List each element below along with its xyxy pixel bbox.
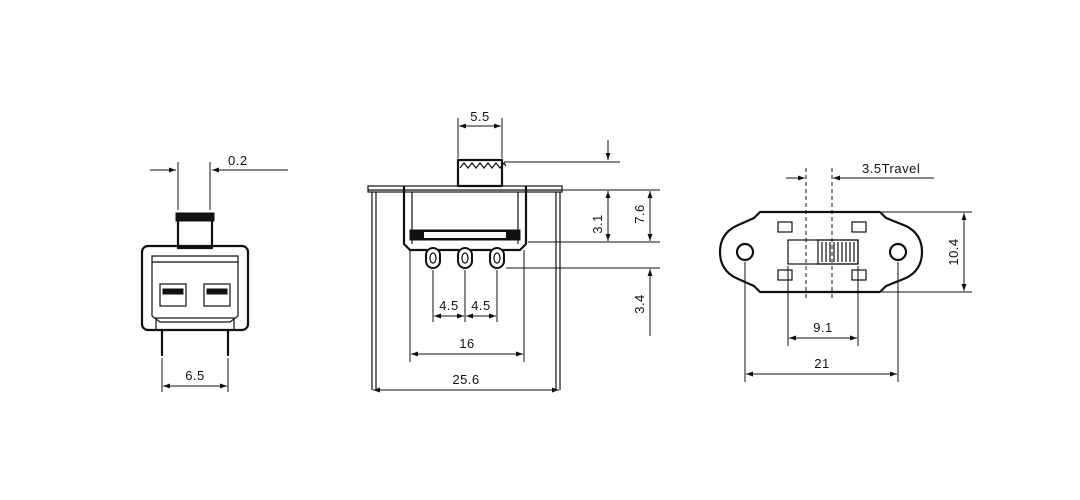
dim-label-front-thickness: 0.2 bbox=[228, 153, 248, 168]
side-actuator-knurl bbox=[459, 161, 507, 169]
dim-label-front-pin-spacing: 6.5 bbox=[185, 368, 205, 383]
dim-side-overall-height: 7.6 bbox=[632, 191, 653, 241]
front-contact-right bbox=[203, 283, 231, 307]
dim-side-pin-length: 3.4 bbox=[632, 269, 653, 336]
dim-label-top-hole-spacing: 21 bbox=[814, 356, 829, 371]
front-body bbox=[140, 244, 250, 332]
dim-label-side-pin-length: 3.4 bbox=[632, 294, 647, 314]
dim-label-pin-pitch-right: 4.5 bbox=[471, 298, 491, 313]
front-base bbox=[155, 317, 235, 331]
side-top-plate bbox=[367, 185, 563, 193]
dim-side-actuator-width: 5.5 bbox=[457, 109, 503, 158]
dim-label-pin-pitch-left: 4.5 bbox=[439, 298, 459, 313]
dim-side-body-height: 3.1 bbox=[590, 191, 611, 241]
front-body-inner bbox=[151, 255, 239, 323]
dim-label-side-body-height: 3.1 bbox=[590, 214, 605, 234]
dim-top-slot: 9.1 bbox=[787, 266, 859, 346]
top-view: 3.5Travel 10.4 9.1 21 bbox=[718, 161, 972, 382]
top-slider-knob bbox=[817, 239, 859, 265]
dim-top-width: 10.4 bbox=[882, 211, 972, 293]
dim-label-top-slot: 9.1 bbox=[813, 320, 833, 335]
dim-front-pin-spacing: 6.5 bbox=[161, 358, 229, 392]
front-view: 0.2 6.5 bbox=[140, 153, 288, 392]
dim-top-hole-spacing: 21 bbox=[744, 262, 899, 382]
side-pins bbox=[425, 247, 505, 269]
top-tab-slot-2 bbox=[851, 221, 867, 233]
dim-front-thickness: 0.2 bbox=[150, 153, 288, 210]
dim-side-body-inner: 16 bbox=[411, 336, 523, 357]
dim-side-overall-length: 25.6 bbox=[373, 372, 559, 393]
dim-label-side-actuator-width: 5.5 bbox=[470, 109, 490, 124]
top-mounting-plate bbox=[718, 210, 924, 294]
dim-label-top-width: 10.4 bbox=[946, 238, 961, 265]
top-mount-hole-right bbox=[888, 242, 908, 262]
dim-label-side-overall-height: 7.6 bbox=[632, 204, 647, 224]
top-slider-slot bbox=[787, 239, 859, 265]
dim-side-pin-pitch: 4.5 4.5 bbox=[432, 270, 498, 322]
front-actuator-grip bbox=[175, 212, 215, 222]
side-view: 5.5 4.5 4.5 16 25.6 bbox=[367, 109, 660, 393]
top-mount-hole-left bbox=[735, 242, 755, 262]
dim-label-side-overall-length: 25.6 bbox=[452, 372, 479, 387]
dim-top-travel: 3.5Travel bbox=[786, 161, 934, 181]
top-tab-slot-3 bbox=[777, 269, 793, 281]
top-tab-slot-4 bbox=[851, 269, 867, 281]
top-tab-slot-1 bbox=[777, 221, 793, 233]
front-contact-left bbox=[159, 283, 187, 307]
dim-label-side-body-inner: 16 bbox=[459, 336, 474, 351]
dim-label-top-travel: 3.5Travel bbox=[862, 161, 920, 176]
